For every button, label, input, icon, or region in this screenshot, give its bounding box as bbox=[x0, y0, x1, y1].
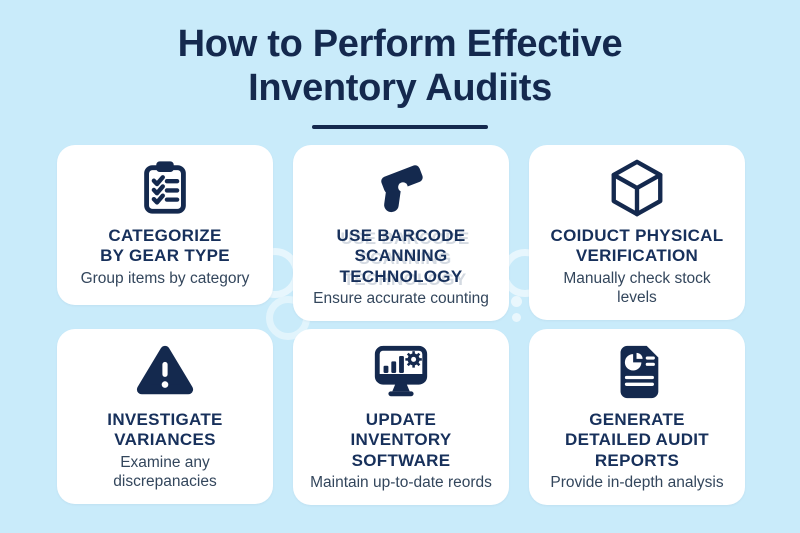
header: How to Perform Effective Inventory Audii… bbox=[0, 22, 800, 130]
card-generate-audit-reports: GENERATE DETAILED AUDIT REPORTS Provide … bbox=[529, 329, 745, 506]
report-document-icon bbox=[606, 339, 668, 405]
warning-triangle-icon bbox=[134, 339, 196, 405]
card-subtitle: Provide in-depth analysis bbox=[550, 474, 724, 492]
card-use-barcode-scanning: USE BARCODE SCANNING TECHNOLOGY Ensure a… bbox=[293, 145, 509, 322]
cards-row-2: INVESTIGATE VARIANCES Examine any discre… bbox=[57, 329, 745, 506]
card-subtitle: Maintain up-to-date reords bbox=[310, 474, 492, 492]
card-update-inventory-software: UPDATE INVENTORY SOFTWARE Maintain up-to… bbox=[293, 329, 509, 506]
card-title: USE BARCODE SCANNING TECHNOLOGY bbox=[336, 226, 466, 286]
card-title: CATEGORIZE BY GEAR TYPE bbox=[100, 226, 230, 266]
card-categorize-by-gear-type: CATEGORIZE BY GEAR TYPE Group items by c… bbox=[57, 145, 273, 305]
clipboard-checklist-icon bbox=[134, 155, 196, 221]
card-investigate-variances: INVESTIGATE VARIANCES Examine any discre… bbox=[57, 329, 273, 504]
cards-row-1: CATEGORIZE BY GEAR TYPE Group items by c… bbox=[57, 145, 745, 322]
page-title: How to Perform Effective Inventory Audii… bbox=[177, 23, 623, 110]
barcode-scanner-icon bbox=[370, 155, 432, 221]
card-title: INVESTIGATE VARIANCES bbox=[107, 410, 223, 450]
card-conduct-physical-verification: COIDUCT PHYSICAL VERIFICATION Manually c… bbox=[529, 145, 745, 320]
monitor-analytics-icon bbox=[370, 339, 432, 405]
card-title: GENERATE DETAILED AUDIT REPORTS bbox=[565, 410, 709, 470]
cube-icon bbox=[606, 155, 668, 221]
card-title: UPDATE INVENTORY SOFTWARE bbox=[350, 410, 452, 470]
card-subtitle: Ensure accurate counting bbox=[313, 290, 489, 308]
title-underline bbox=[312, 125, 488, 130]
card-subtitle: Examine any discrepanacies bbox=[113, 453, 217, 490]
card-subtitle: Group items by category bbox=[80, 269, 250, 287]
card-subtitle: Manually check stock levels bbox=[563, 269, 711, 306]
card-title: COIDUCT PHYSICAL VERIFICATION bbox=[550, 226, 724, 266]
